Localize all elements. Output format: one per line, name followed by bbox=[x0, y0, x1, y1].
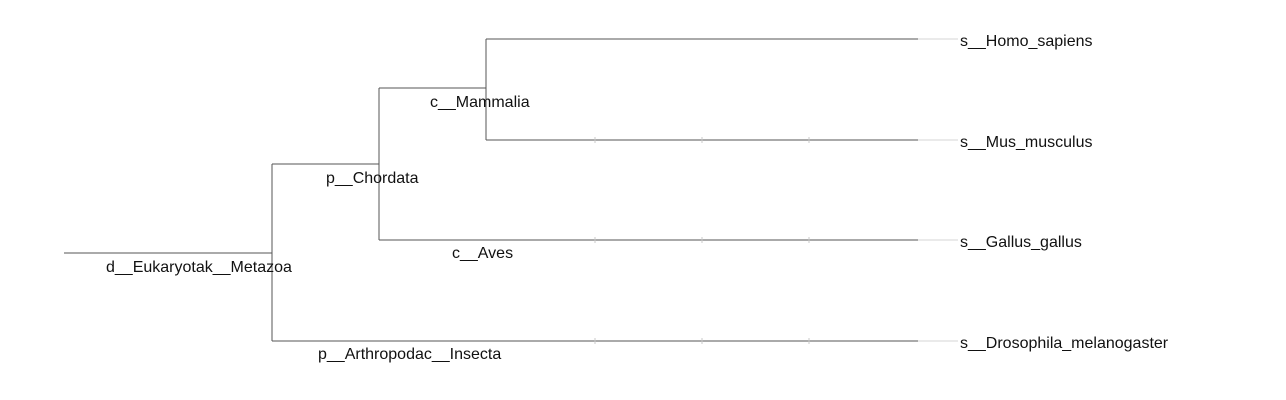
root-label: d__Eukaryotak__Metazoa bbox=[106, 259, 292, 276]
branch-ticks bbox=[594, 137, 810, 344]
mammalia-label: c__Mammalia bbox=[430, 94, 530, 111]
leaf-label-gallus-gallus: s__Gallus_gallus bbox=[960, 234, 1082, 251]
arthropoda-label: p__Arthropodac__Insecta bbox=[318, 346, 501, 363]
leaf-label-mus-musculus: s__Mus_musculus bbox=[960, 134, 1093, 151]
leaf-label-homo-sapiens: s__Homo_sapiens bbox=[960, 33, 1093, 50]
aves-label: c__Aves bbox=[452, 245, 513, 262]
leaf-label-drosophila-melanogaster: s__Drosophila_melanogaster bbox=[960, 335, 1169, 352]
chordata-label: p__Chordata bbox=[326, 170, 419, 187]
